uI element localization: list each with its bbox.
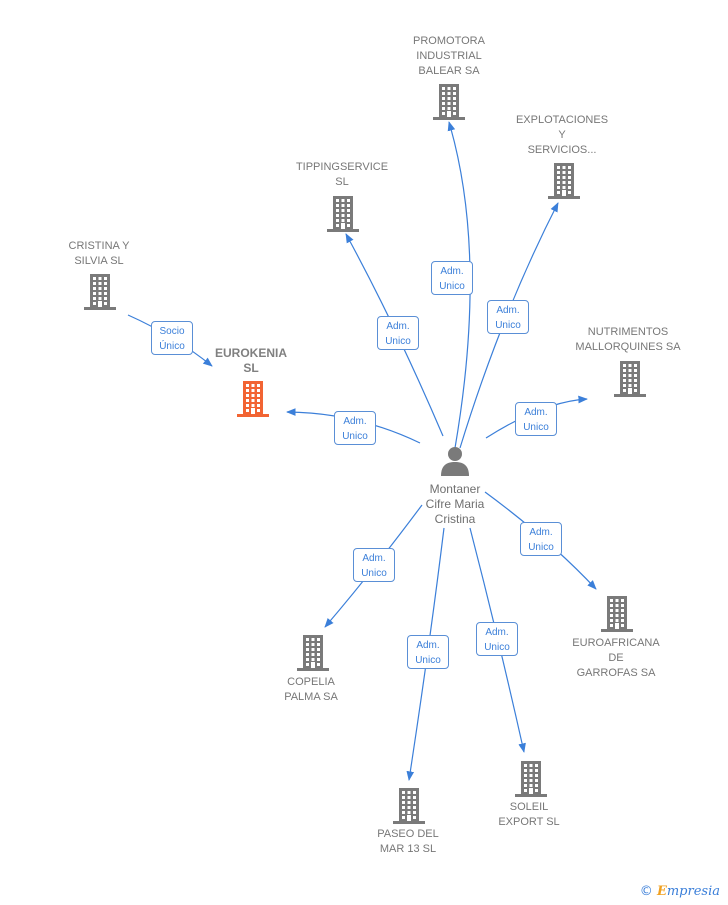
relationship-label[interactable]: Adm. Unico	[431, 261, 473, 295]
company-label[interactable]: CRISTINA Y SILVIA SL	[68, 240, 130, 267]
relationship-label[interactable]: Adm. Unico	[334, 411, 376, 445]
building-icon	[515, 761, 547, 797]
building-icon	[327, 196, 359, 232]
building-icon	[433, 84, 465, 120]
company-label[interactable]: PROMOTORA INDUSTRIAL BALEAR SA	[413, 34, 485, 77]
building-icon	[84, 274, 116, 310]
company-label[interactable]: EXPLOTACIONES Y SERVICIOS...	[515, 113, 609, 156]
relationship-label[interactable]: Adm. Unico	[377, 316, 419, 350]
building-icon	[548, 163, 580, 199]
company-label[interactable]: COPELIA PALMA SA	[284, 676, 338, 703]
building-icon	[601, 596, 633, 632]
company-label[interactable]: EUROKENIA SL	[214, 346, 287, 375]
building-icon	[237, 381, 269, 417]
empresia-logo: © Empresia	[639, 884, 720, 899]
company-label[interactable]: EUROAFRICANA DE GARROFAS SA	[572, 636, 660, 679]
relationship-label[interactable]: Adm. Unico	[407, 635, 449, 669]
company-label[interactable]: NUTRIMENTOS MALLORQUINES SA	[575, 326, 681, 353]
building-icon	[614, 361, 646, 397]
relationship-label[interactable]: Adm. Unico	[515, 402, 557, 436]
relationship-label[interactable]: Adm. Unico	[353, 548, 395, 582]
relationship-label[interactable]: Adm. Unico	[476, 622, 518, 656]
person-label[interactable]: Montaner Cifre Maria Cristina	[425, 482, 485, 526]
company-label[interactable]: PASEO DEL MAR 13 SL	[377, 828, 439, 855]
building-icon	[297, 635, 329, 671]
building-icon	[393, 788, 425, 824]
relationship-label[interactable]: Socio Único	[151, 321, 193, 355]
relationship-label[interactable]: Adm. Unico	[520, 522, 562, 556]
company-label[interactable]: TIPPINGSERVICE SL	[295, 161, 389, 188]
relationship-label[interactable]: Adm. Unico	[487, 300, 529, 334]
person-icon	[441, 447, 469, 476]
company-label[interactable]: SOLEIL EXPORT SL	[498, 801, 560, 828]
